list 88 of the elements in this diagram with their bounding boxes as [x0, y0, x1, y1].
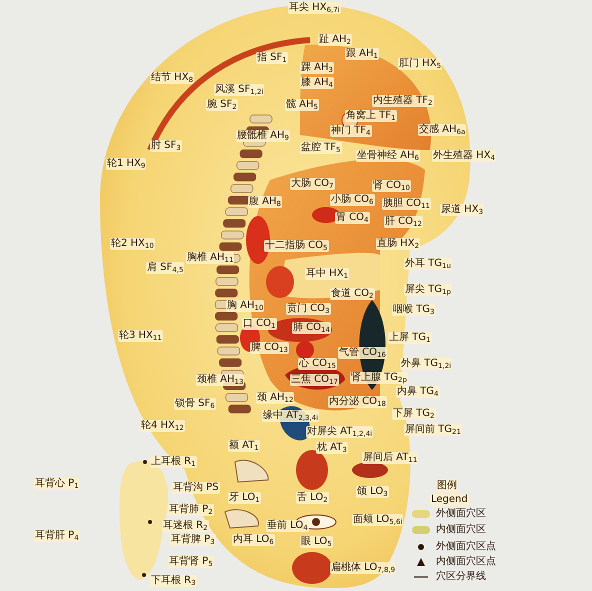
point-label: 小肠 CO$_{6}$	[330, 194, 375, 206]
point-label: 大肠 CO$_{7}$	[290, 178, 335, 190]
point-label: 眼 LO$_{5}$	[300, 536, 333, 548]
point-label: 耳中 HX$_{1}$	[305, 268, 350, 280]
point-label: 腹 AH$_{8}$	[248, 196, 282, 208]
point-label: 上屏 TG$_{1}$	[388, 332, 432, 344]
point-label: 图例	[436, 480, 458, 492]
point-label: 三焦 CO$_{17}$	[290, 374, 339, 386]
point-label: 垂前 LO$_{4}$	[266, 520, 309, 532]
legend-label: 外侧面穴区	[436, 508, 486, 520]
point-label: 贲门 CO$_{3}$	[286, 303, 331, 315]
point-label: 耳背肝 P$_{4}$	[34, 530, 80, 542]
point-label: 趾 AH$_{2}$	[318, 34, 352, 46]
point-label: 轮3 HX$_{11}$	[118, 330, 163, 342]
point-label: 交感 AH$_{6a}$	[418, 124, 466, 136]
point-label: 髋 AH$_{5}$	[285, 99, 320, 111]
point-label: 指 SF$_{1}$	[256, 52, 288, 64]
point-label: 尿道 HX$_{3}$	[440, 204, 484, 216]
point-label: 腕 SF$_{2}$	[206, 99, 238, 111]
point-label: 胃 CO$_{4}$	[335, 212, 370, 224]
point-label: 风溪 SF$_{1,2i}$	[214, 84, 264, 96]
legend-label: 外侧面穴区点	[436, 541, 496, 553]
point-label: 肛门 HX$_{5}$	[398, 58, 442, 70]
point-label: 舌 LO$_{2}$	[296, 492, 329, 504]
point-label: 角窝上 TF$_{1}$	[345, 110, 397, 122]
point-label: 颈 AH$_{12}$	[256, 392, 294, 404]
point-label: 屏间后 AT$_{11}$	[362, 452, 418, 464]
point-label: 颈椎 AH$_{13}$	[196, 374, 244, 386]
point-label: 内耳 LO$_{6}$	[232, 534, 275, 546]
point-label: 肾上腺 TG$_{2p}$	[350, 372, 408, 384]
point-label: 坐骨神经 AH$_{6}$	[356, 150, 420, 162]
point-label: 盆腔 TF$_{5}$	[300, 142, 342, 154]
point-label: 屏间前 TG$_{21}$	[404, 424, 462, 436]
point-label: 肘 SF$_{3}$	[150, 140, 182, 152]
legend-label: 穴区分界线	[436, 571, 486, 583]
point-label: 胰胆 CO$_{11}$	[382, 198, 431, 210]
point-label: 耳背脾 P$_{3}$	[170, 534, 216, 546]
point-label: 颌 LO$_{3}$	[356, 486, 389, 498]
point-label: 轮1 HX$_{9}$	[106, 158, 146, 170]
point-label: 咽喉 TG$_{3}$	[392, 304, 436, 316]
legend-label: 内侧面穴区	[436, 524, 486, 536]
point-label: 跟 AH$_{1}$	[345, 48, 380, 60]
point-label: 枕 AT$_{3}$	[316, 442, 348, 454]
point-label: 肾 CO$_{10}$	[372, 180, 411, 192]
point-label: 腰骶椎 AH$_{9}$	[236, 130, 290, 142]
point-label: 脾 CO$_{13}$	[250, 342, 289, 354]
point-label: 耳尖 HX$_{6,7i}$	[288, 2, 341, 14]
point-label: 扁桃体 LO$_{7,8,9}$	[330, 562, 396, 574]
point-label: 对屏尖 AT$_{1,2,4i}$	[306, 426, 374, 438]
point-label: 牙 LO$_{1}$	[228, 492, 261, 504]
legend-label: 内侧面穴区点	[436, 556, 496, 568]
point-label: 食道 CO$_{2}$	[330, 288, 375, 300]
point-label: 膝 AH$_{4}$	[300, 77, 334, 89]
point-label: 屏尖 TG$_{1p}$	[404, 284, 452, 296]
point-label: 缘中 AT$_{2,3,4i}$	[262, 410, 320, 422]
point-label: 轮2 HX$_{10}$	[110, 238, 155, 250]
point-label: 锁骨 SF$_{6}$	[174, 398, 216, 410]
point-label: 肺 CO$_{14}$	[292, 322, 331, 334]
point-label: 结节 HX$_{8}$	[150, 72, 194, 84]
point-label: 额 AT$_{1}$	[228, 440, 260, 452]
point-label: 胸椎 AH$_{11}$	[186, 252, 234, 264]
point-label: 肝 CO$_{12}$	[384, 216, 423, 228]
point-label: 耳背心 P$_{1}$	[34, 478, 80, 490]
point-label: 外鼻 TG$_{1,2i}$	[400, 358, 452, 370]
point-label: 肩 SF$_{4,5}$	[146, 262, 184, 274]
point-label: 外生殖器 HX$_{4}$	[432, 150, 496, 162]
point-label: 下耳根 R$_{3}$	[150, 575, 197, 587]
point-label: 下屏 TG$_{2}$	[392, 408, 436, 420]
point-label: 耳背肺 P$_{2}$	[168, 504, 214, 516]
point-label: 外耳 TG$_{1u}$	[404, 258, 452, 270]
point-label: 气管 CO$_{16}$	[338, 347, 387, 359]
point-label: Legend	[430, 494, 469, 506]
point-label: 心 CO$_{15}$	[298, 358, 337, 370]
point-label: 耳背肾 P$_{5}$	[168, 556, 214, 568]
point-label: 耳迷根 R$_{2}$	[162, 520, 209, 532]
point-label: 胸 AH$_{10}$	[226, 300, 264, 312]
point-label: 上耳根 R$_{1}$	[150, 456, 197, 468]
point-label: 耳背沟 PS	[172, 482, 220, 494]
point-label: 轮4 HX$_{12}$	[140, 420, 185, 432]
point-label: 踝 AH$_{3}$	[300, 62, 334, 74]
point-label: 直肠 HX$_{2}$	[376, 238, 420, 250]
point-label: 内生殖器 TF$_{2}$	[372, 95, 434, 107]
point-label: 面颊 LO$_{5,6i}$	[352, 514, 404, 526]
point-label: 内鼻 TG$_{4}$	[396, 386, 440, 398]
point-label: 神门 TF$_{4}$	[330, 125, 372, 137]
point-label: 口 CO$_{1}$	[242, 318, 277, 330]
point-label: 十二指肠 CO$_{5}$	[264, 240, 329, 252]
point-label: 内分泌 CO$_{18}$	[328, 396, 387, 408]
